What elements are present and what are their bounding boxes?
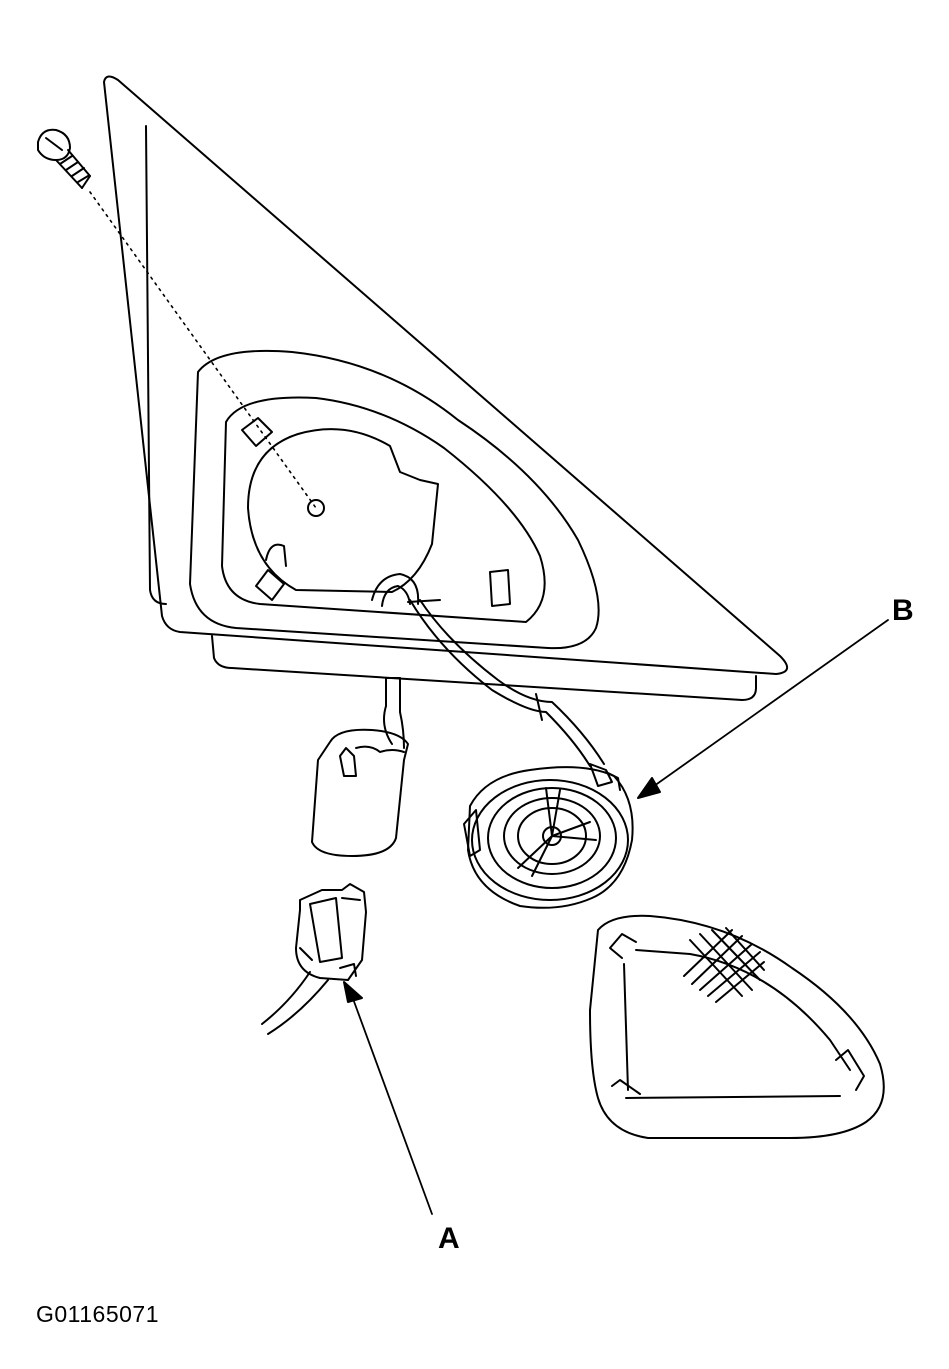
tweeter-speaker — [463, 763, 634, 909]
callout-label-b: B — [892, 594, 914, 627]
triangle-trim-panel — [103, 75, 788, 701]
screw-alignment-line — [89, 191, 317, 509]
figure-id: G01165071 — [36, 1301, 160, 1327]
mounting-screw — [37, 128, 91, 189]
callout-label-a: A — [438, 1222, 460, 1255]
speaker-mount-opening — [241, 417, 511, 607]
speaker-grille-cover — [589, 914, 885, 1139]
leader-arrow-a — [343, 981, 433, 1215]
connector-boot — [311, 705, 409, 857]
leader-arrow-b — [637, 619, 889, 799]
wire-harness — [371, 573, 605, 767]
connector-a — [261, 883, 367, 1035]
